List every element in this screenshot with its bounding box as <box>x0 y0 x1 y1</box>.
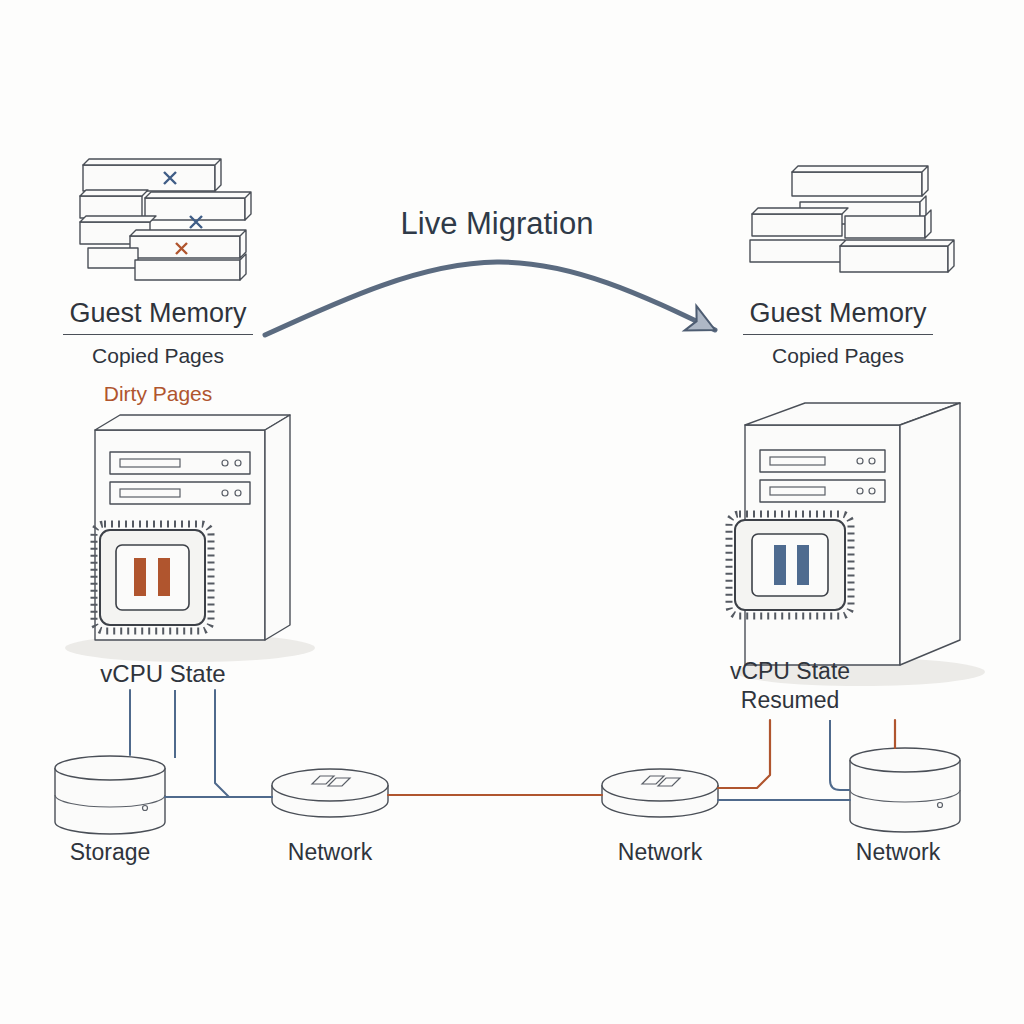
network-label: Network <box>265 838 395 867</box>
network-label: Network <box>833 838 963 867</box>
memory-stack <box>750 166 954 272</box>
memory-node: Guest MemoryCopied PagesDirty Pages <box>55 140 265 415</box>
server-tower <box>95 415 290 640</box>
memory-caption: Copied Pages <box>743 343 933 369</box>
memory-stack <box>80 159 251 280</box>
cable <box>894 720 896 748</box>
pause-bar <box>134 558 146 596</box>
edge-label: Live Migration <box>357 205 637 242</box>
router-disc <box>602 769 718 817</box>
server-node: vCPU State <box>60 405 310 690</box>
storage-cylinder <box>55 756 165 834</box>
cpu-chip <box>94 524 211 631</box>
run-bar <box>774 545 786 585</box>
storage-label: Storage <box>45 838 175 867</box>
server-label: vCPU State <box>73 659 253 689</box>
memory-heading: Guest Memory <box>743 297 933 335</box>
cable <box>129 690 131 755</box>
cable <box>718 720 770 788</box>
copied-mark <box>164 172 176 184</box>
network-cylinder <box>850 748 960 832</box>
cpu-chip <box>729 514 851 616</box>
memory-caption: Dirty Pages <box>63 381 253 407</box>
memory-heading: Guest Memory <box>63 297 253 335</box>
network-node: Network <box>850 748 960 865</box>
pause-bar <box>158 558 170 596</box>
memory-node: Guest MemoryCopied Pages <box>715 140 965 380</box>
cable <box>174 690 176 758</box>
server-label: vCPU State Resumed <box>720 657 860 715</box>
memory-caption: Copied Pages <box>63 343 253 369</box>
storage-node: Storage <box>55 755 165 865</box>
router-disc <box>272 769 388 817</box>
migration-arrow <box>265 262 715 335</box>
server-node: vCPU State Resumed <box>720 395 970 720</box>
dirty-mark <box>176 243 187 254</box>
cable <box>165 796 272 798</box>
cable <box>215 690 272 797</box>
network-label: Network <box>595 838 725 867</box>
cable <box>830 720 850 790</box>
network-node: Network <box>272 755 388 865</box>
cable <box>718 799 850 801</box>
network-node: Network <box>602 755 718 865</box>
copied-mark <box>190 216 202 228</box>
cable <box>388 794 602 796</box>
run-bar <box>797 545 809 585</box>
